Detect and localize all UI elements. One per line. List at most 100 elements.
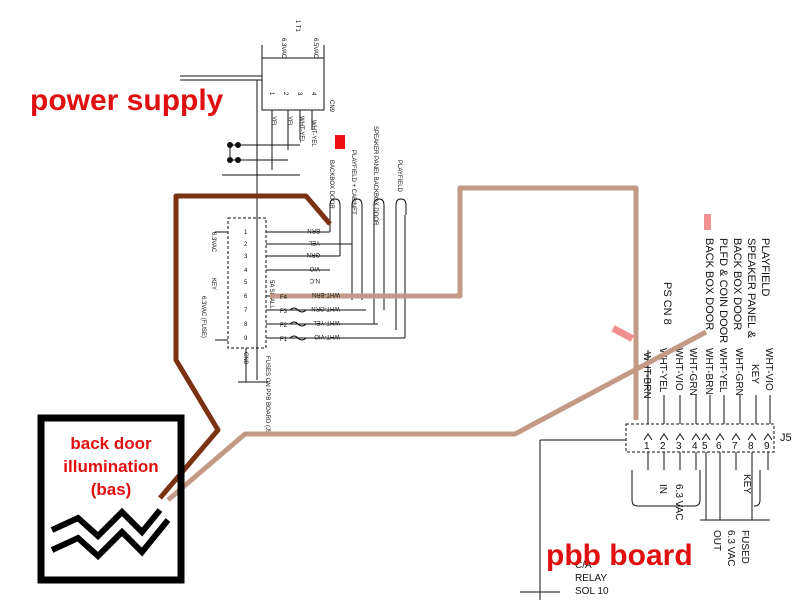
back-door-label-line2: illumination	[63, 457, 159, 476]
branch-speaker-panel: SPEAKER PANEL BACKBOX DOOR	[372, 126, 378, 226]
vac-in-label: 6.3 VAC	[673, 484, 684, 521]
j5-pin-9: 9	[764, 441, 770, 452]
light-brown-wire-lower	[166, 329, 708, 502]
ps-cn8-label: PS CN 8	[661, 282, 673, 325]
cn8-connector	[227, 217, 267, 349]
side-lower-vac: 6.3VAC (FUSE)	[200, 296, 206, 338]
j5-wire-1: WHT-BRN	[641, 352, 652, 399]
j5-wire-2: WHT-YEL	[657, 348, 668, 393]
vac-b: 6.5VAC	[312, 38, 318, 59]
transformer-box	[261, 57, 325, 111]
j5-connector	[625, 423, 775, 453]
back-door-label-line1: back door	[70, 434, 152, 453]
j5-pin-7: 7	[732, 441, 738, 452]
cn9-label: CN9	[328, 100, 334, 113]
right-schematic	[520, 350, 775, 600]
branch-playfield: PLAYFIELD	[396, 160, 402, 193]
cn8-pin-9: 9	[244, 336, 248, 342]
side-upper-vac: 6.3VAC	[210, 232, 216, 253]
cn8-wire-4: VIO	[309, 265, 320, 271]
cn8-pin-4: 4	[244, 268, 248, 274]
cn8-wire-7: WHT-GRN	[311, 305, 340, 311]
left-schematic-dots	[227, 142, 241, 163]
in-label: IN	[657, 484, 668, 494]
hdr-back-box-door-2: BACK BOX DOOR	[703, 238, 715, 330]
cn8-pin-6: 6	[244, 294, 248, 300]
dark-brown-wire	[158, 193, 332, 500]
cn8-wire-2: YEL	[308, 239, 320, 245]
cn8-wire-3: GRN	[307, 251, 320, 257]
branch-playfield-cabinet: PLAYFIELD + CABINET	[350, 150, 356, 215]
pink-marker-vertical	[704, 214, 711, 230]
fuse-note: FUSES ON PPB BOARD (J5)	[264, 356, 270, 435]
relay-line-1: C/A	[575, 560, 592, 571]
out-label: OUT	[711, 530, 722, 551]
cn8-pin-2: 2	[244, 242, 248, 248]
pin-top-3: 3	[296, 92, 302, 96]
fuse-label-f4: F4	[280, 295, 288, 301]
cn8-pin-1: 1	[244, 230, 248, 236]
j5-pin-arrows	[643, 433, 773, 441]
cn8-wire-8: WHT-YEL	[313, 319, 340, 325]
key-bottom-label: KEY	[741, 474, 752, 494]
light-brown-wire-upper	[270, 185, 639, 420]
relay-line-3: SOL 10	[575, 586, 609, 597]
cn8-pin-7: 7	[244, 308, 248, 314]
j5-wire-7: WHT-GRN	[733, 348, 744, 396]
cn8-label: CN8	[242, 352, 248, 365]
j5-pin-1: 1	[644, 441, 650, 452]
fuse-label-f1: F1	[280, 337, 288, 343]
cn8-pin-3: 3	[244, 254, 248, 260]
j5-label: J5	[780, 432, 792, 444]
hdr-plfd-coin-door: PLFD & COIN DOOR	[717, 238, 729, 343]
j5-pin-4: 4	[692, 441, 698, 452]
cn8-wire-6: WHT-BRN	[312, 291, 340, 297]
hdr-back-box-door-1: BACK BOX DOOR	[731, 238, 743, 330]
cn8-wire-5: N.C	[309, 277, 320, 283]
left-schematic-text: 1 T1 6.3VAC 6.5VAC 1 2 3 4 CN9 YEL YEL W…	[200, 20, 402, 435]
vac-out-label: 6.3 VAC	[725, 530, 736, 567]
vac-a: 6.3VAC	[280, 38, 286, 59]
j5-pin-5: 5	[702, 441, 708, 452]
j5-wire-4: WHT-GRN	[687, 348, 698, 396]
fuse-label-f2: F2	[280, 323, 288, 329]
pink-marker-diagonal	[611, 325, 635, 342]
cn8-pin-5: 5	[244, 280, 248, 286]
top-wire-1: YEL	[270, 116, 276, 128]
j5-wire-9: WHT-VIO	[763, 348, 774, 391]
cn8-pin-8: 8	[244, 322, 248, 328]
relay-line-2: RELAY	[575, 573, 607, 584]
pin-top-4: 4	[310, 92, 316, 96]
pin-top-2: 2	[282, 92, 288, 96]
top-wire-4: WHT-YEL	[310, 120, 316, 147]
j5-pin-2: 2	[660, 441, 666, 452]
key-label: KEY	[210, 278, 216, 290]
cn8-wire-9: WHT-VIO	[314, 333, 340, 339]
pbb-board-label: pbb board	[546, 539, 693, 572]
right-schematic-text: PLAYFIELD SPEAKER PANEL & BACK BOX DOOR …	[575, 238, 792, 597]
pin-top-1: 1	[268, 92, 274, 96]
hdr-playfield: PLAYFIELD	[759, 238, 771, 297]
top-wire-2: YEL	[286, 116, 292, 128]
j5-pin-8: 8	[748, 441, 754, 452]
j5-wire-8: KEY	[749, 364, 760, 384]
fused-label: FUSED	[739, 530, 750, 564]
power-supply-label: power supply	[30, 84, 224, 117]
j5-pin-6: 6	[716, 441, 722, 452]
back-door-box	[37, 414, 185, 584]
j5-wire-5: WHT-BRN	[703, 348, 714, 395]
back-door-label: back door illumination (bas)	[48, 432, 174, 501]
top-wire-3: WHT-YEL	[298, 116, 304, 143]
branch-backbox-door: BACKBOX DOOR	[328, 160, 334, 209]
cn8-wire-1: BRN	[307, 227, 320, 233]
zigzag-lamp-top	[50, 507, 163, 541]
hdr-speaker-panel: SPEAKER PANEL &	[745, 238, 757, 339]
top-ref: 1 T1	[294, 20, 300, 33]
back-door-label-line3: (bas)	[90, 480, 132, 499]
j5-wire-3: WHT-VIO	[673, 348, 684, 391]
j5-pin-3: 3	[676, 441, 682, 452]
red-marker	[335, 135, 345, 149]
zigzag-lamp-bottom	[50, 518, 171, 561]
